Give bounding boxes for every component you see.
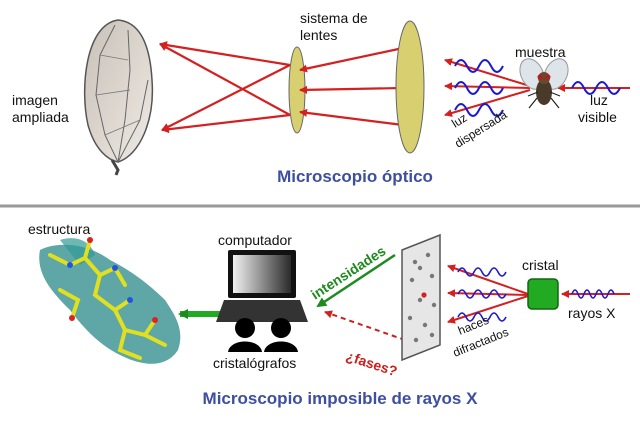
visible-light-wave: [571, 81, 621, 95]
magnified-image-label-2: ampliada: [12, 109, 69, 125]
lens-rays: [299, 46, 404, 127]
crystal-icon: [527, 278, 559, 310]
intensities-label: intensidades: [308, 242, 389, 302]
diffracted-rays: [447, 264, 529, 324]
xray-wave: [571, 289, 615, 299]
large-lens-icon: [395, 20, 425, 154]
scattered-light-label-1: luz: [449, 111, 469, 131]
magnified-image-label-1: imagen: [12, 92, 58, 108]
structure-label: estructura: [28, 221, 90, 237]
sample-label: muestra: [515, 44, 566, 60]
phases-arrow: [324, 310, 406, 341]
visible-light-label-2: visible: [578, 109, 617, 125]
crystallographers-label: cristalógrafos: [213, 355, 296, 371]
image-rays: [159, 41, 291, 134]
computer-icon: [216, 250, 308, 322]
scattered-waves: [454, 59, 504, 117]
computer-label: computador: [218, 232, 292, 248]
wing-image: [83, 19, 154, 176]
phases-label: ¿fases?: [344, 348, 399, 380]
people-silhouette-icon: [228, 318, 298, 352]
fly-icon: [519, 58, 569, 109]
detector-plate-icon: [401, 233, 441, 362]
scattered-rays: [444, 58, 531, 117]
visible-light-label-1: luz: [590, 92, 608, 108]
diffracted-waves: [457, 267, 507, 322]
crystal-label: cristal: [522, 257, 559, 273]
xray-microscope-caption: Microscopio imposible de rayos X: [203, 389, 479, 408]
intensities-arrow: [316, 253, 396, 308]
optical-microscope-caption: Microscopio óptico: [277, 167, 433, 186]
lens-system-label-2: lentes: [300, 27, 337, 43]
xrays-label: rayos X: [568, 305, 616, 321]
molecule-structure-image: [39, 237, 181, 364]
lens-system-label-1: sistema de: [300, 10, 368, 26]
